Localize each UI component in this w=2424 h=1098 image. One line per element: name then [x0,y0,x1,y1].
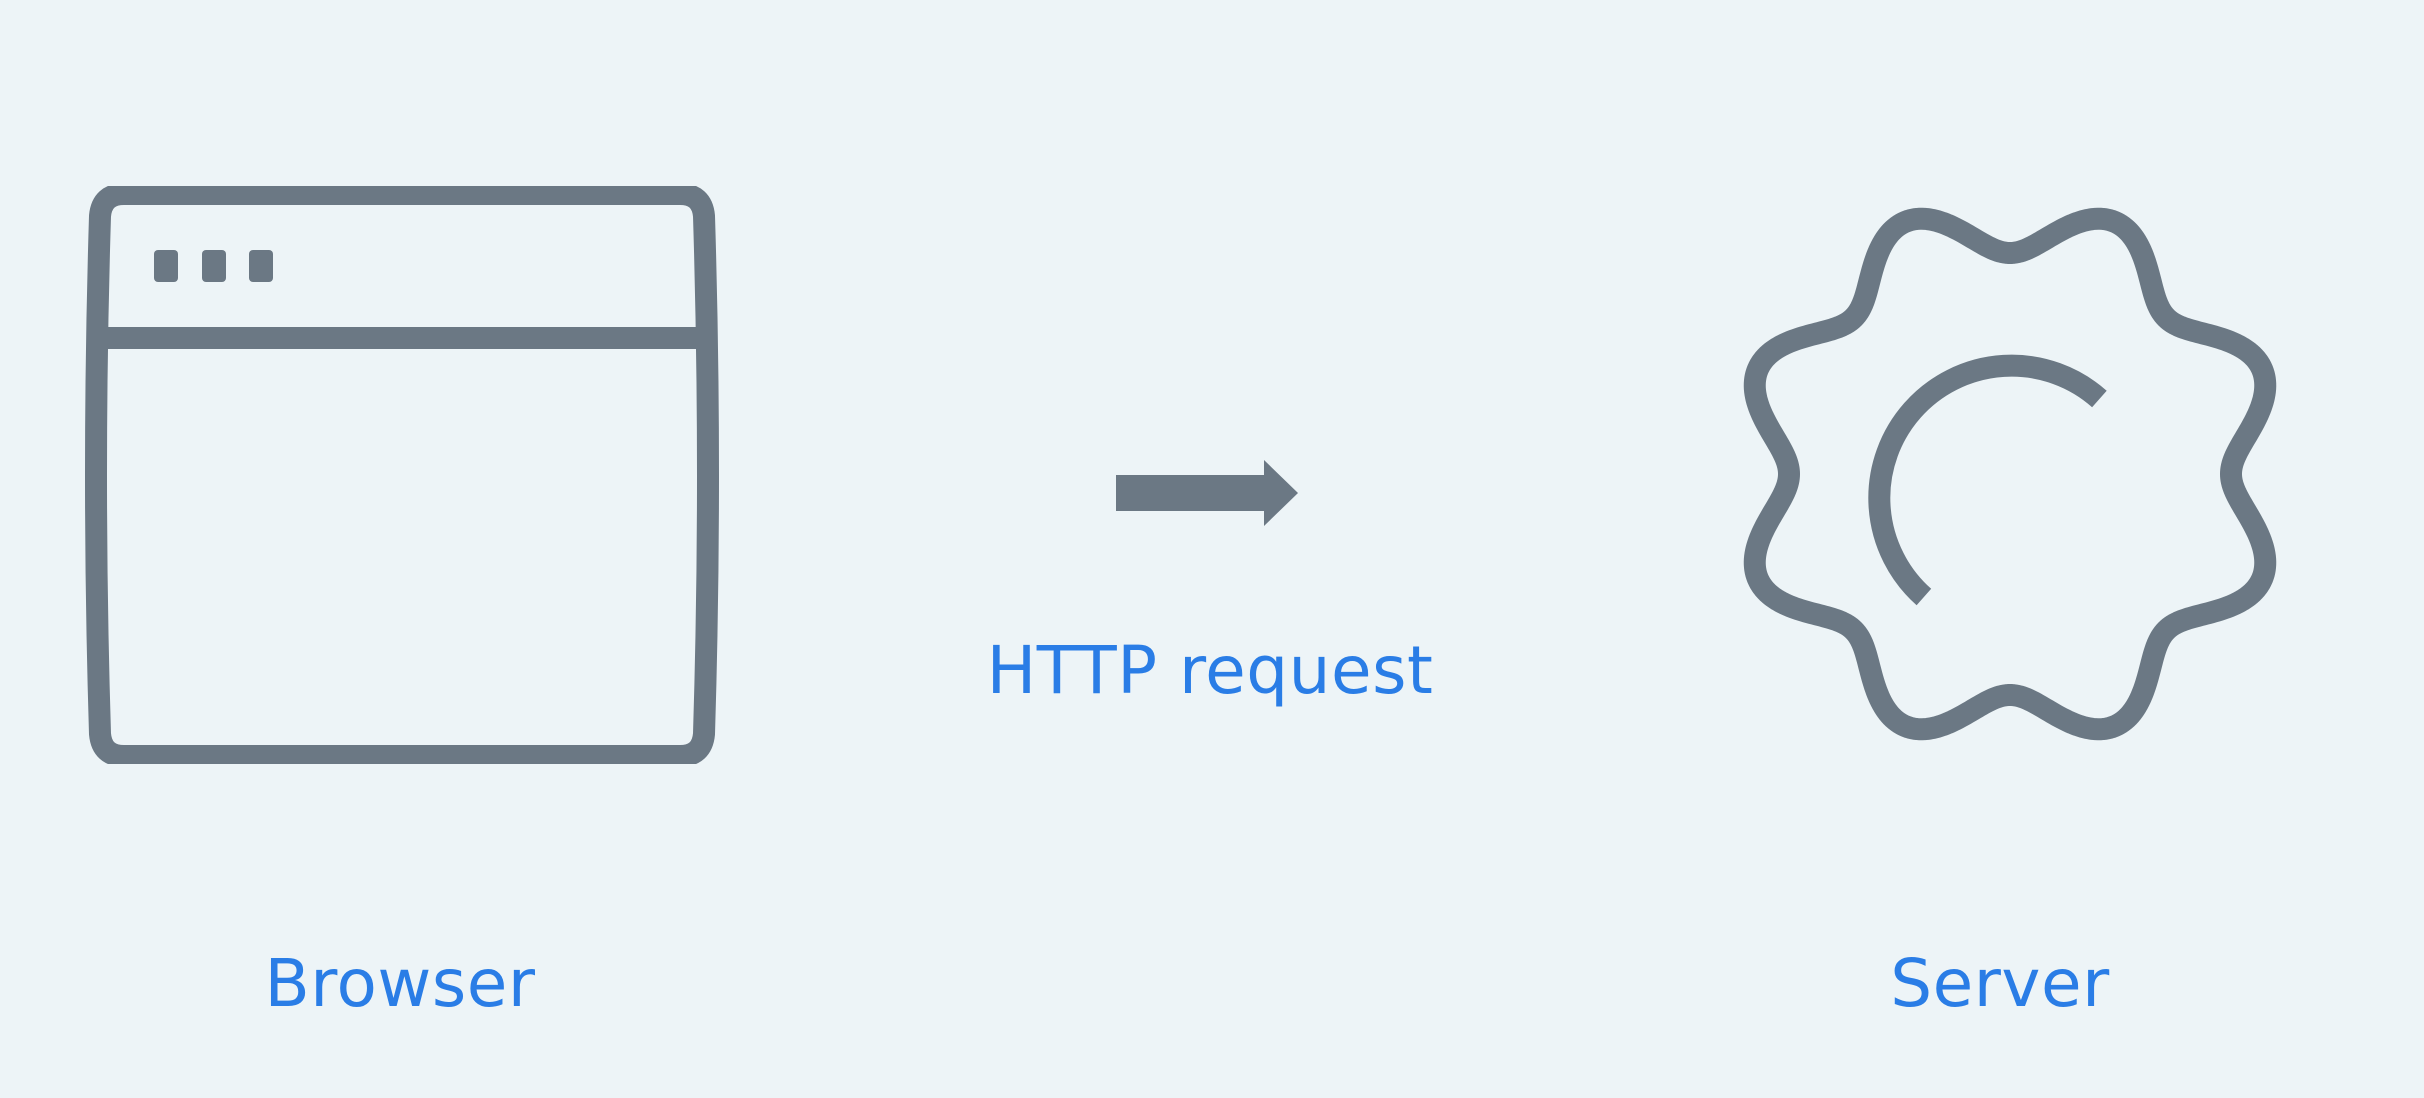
http-request-label: HTTP request [986,632,1434,709]
browser-label: Browser [264,945,536,1022]
window-dot [202,250,226,282]
window-dot [249,250,273,282]
browser-window-icon [85,186,719,764]
right-arrow-icon [1116,460,1298,526]
gear-icon [1743,207,2277,741]
server-label: Server [1890,945,2110,1022]
window-dot [154,250,178,282]
